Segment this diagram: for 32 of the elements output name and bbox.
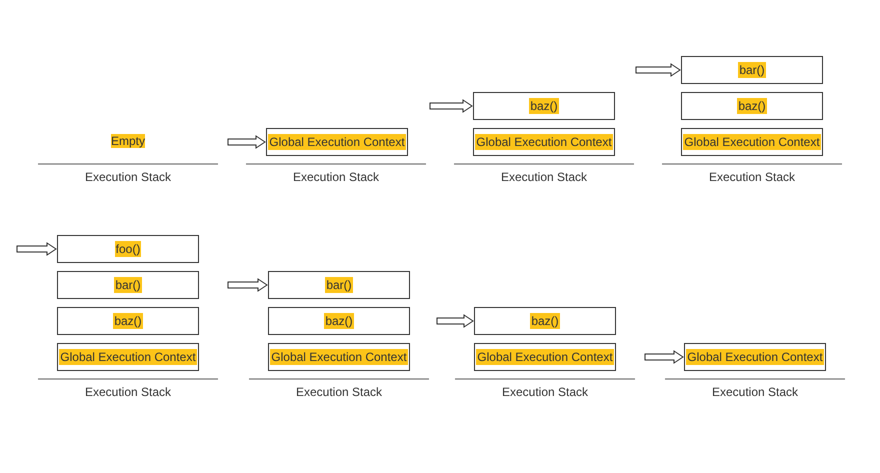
- push-arrow: [636, 63, 681, 77]
- stack-frame-box: Global Execution Context: [473, 128, 615, 156]
- push-arrow: [644, 350, 684, 364]
- stack-caption: Execution Stack: [84, 170, 172, 184]
- stack-frame-box: Global Execution Context: [474, 343, 616, 371]
- stack-frame-box: baz(): [474, 307, 616, 335]
- stack-caption: Execution Stack: [502, 385, 588, 399]
- stack-caption: Execution Stack: [500, 170, 588, 184]
- stack-frame-box: baz(): [473, 92, 615, 120]
- stack-caption: Execution Stack: [296, 385, 382, 399]
- stack-frame-box: baz(): [681, 92, 823, 120]
- stack-caption: Execution Stack: [84, 385, 172, 399]
- stack-frame-box: Global Execution Context: [684, 343, 826, 371]
- stack-caption: Execution Stack: [712, 385, 798, 399]
- stack-frame-box: Global Execution Context: [681, 128, 823, 156]
- stack-frame-box: bar(): [681, 56, 823, 84]
- stack-frame-box: bar(): [57, 271, 199, 299]
- push-arrow: [16, 242, 57, 256]
- stack-caption: Execution Stack: [708, 170, 796, 184]
- push-arrow: [430, 99, 473, 113]
- stack-caption: Execution Stack: [292, 170, 380, 184]
- stack-frame-box: foo(): [57, 235, 199, 263]
- stack-frame-box: bar(): [268, 271, 410, 299]
- stack-frame-box: Global Execution Context: [57, 343, 199, 371]
- stack-frame-box: baz(): [268, 307, 410, 335]
- push-arrow: [436, 314, 474, 328]
- stack-frame-box: baz(): [57, 307, 199, 335]
- push-arrow: [228, 278, 268, 292]
- stack-frame-box: Global Execution Context: [266, 128, 408, 156]
- empty-stack-text: Empty: [111, 134, 145, 148]
- push-arrow: [228, 135, 266, 149]
- stack-frame-box: Global Execution Context: [268, 343, 410, 371]
